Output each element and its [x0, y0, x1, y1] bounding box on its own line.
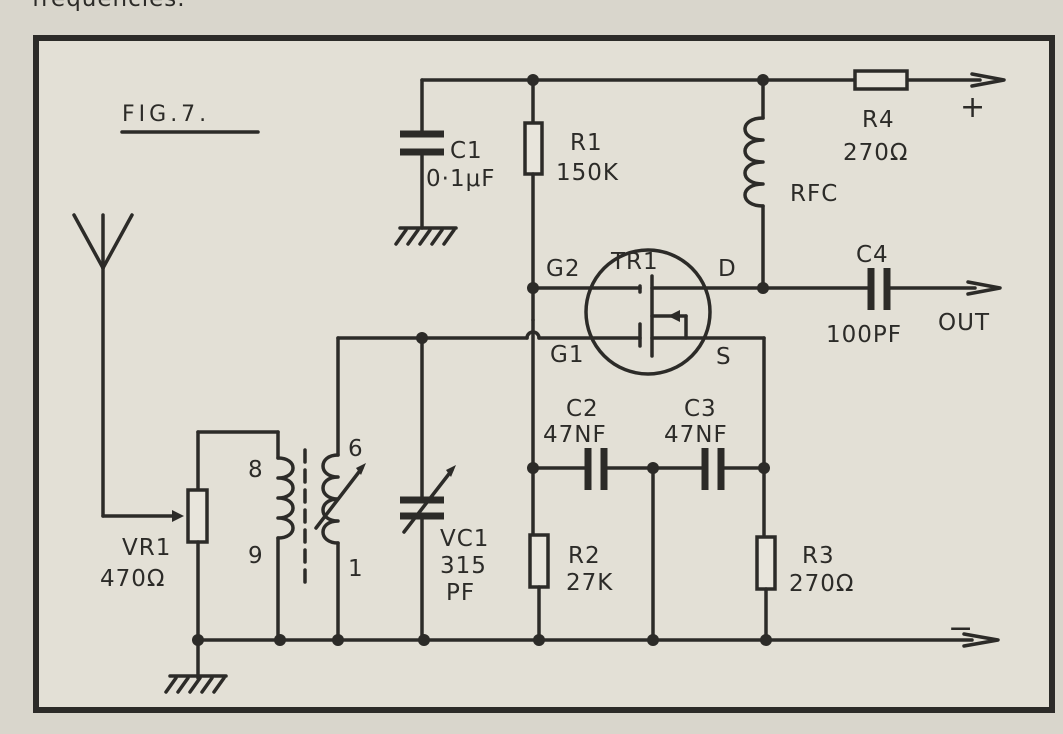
- resistor-r4: [853, 69, 909, 91]
- capacitor-c1: [400, 78, 444, 230]
- junction-gnd-vr1: [192, 634, 204, 646]
- negative-terminal-label: −: [948, 611, 973, 646]
- coil-transformer: [196, 336, 366, 642]
- r1-name: R1: [570, 130, 603, 156]
- junction-gnd-pin9: [274, 634, 286, 646]
- inductor-rfc: [743, 78, 765, 290]
- top-rail: [420, 72, 1006, 88]
- variable-capacitor-vc1: [400, 336, 456, 642]
- out-terminal-label: OUT: [938, 310, 990, 336]
- gate2-label: G2: [546, 256, 580, 282]
- vc1-name: VC1: [440, 526, 489, 552]
- r4-name: R4: [862, 107, 895, 133]
- junction-gnd-pin1: [332, 634, 344, 646]
- pin-9-label: 9: [248, 543, 264, 569]
- figure-border: [33, 35, 1055, 713]
- figure-title: FIG.7.: [122, 102, 210, 127]
- r2-value: 27K: [566, 570, 613, 596]
- c1-name: C1: [450, 138, 483, 164]
- antenna: [72, 213, 184, 522]
- c2-value: 47NF: [543, 422, 607, 448]
- gate1-label: G1: [550, 342, 584, 368]
- junction-gnd-r2: [533, 634, 545, 646]
- junction-gnd-c2c3: [647, 634, 659, 646]
- junction-gnd-vc1: [418, 634, 430, 646]
- c4-value: 100PF: [826, 322, 902, 348]
- r3-value: 270Ω: [789, 571, 854, 597]
- pin-1-label: 1: [348, 556, 364, 582]
- r4-value: 270Ω: [843, 140, 908, 166]
- vc1-unit: PF: [446, 580, 475, 606]
- resistor-r3: [755, 535, 777, 591]
- pin-8-label: 8: [248, 457, 264, 483]
- c1-value: 0·1μF: [426, 166, 495, 192]
- capacitor-c3: [701, 448, 725, 490]
- rfc-label: RFC: [790, 181, 838, 207]
- junction-g2: [527, 282, 539, 294]
- junction-drain: [757, 282, 769, 294]
- source-label: S: [716, 344, 732, 370]
- capacitor-c2: [584, 448, 608, 490]
- tr1-label: TR1: [610, 249, 659, 275]
- ground-symbol-main: [164, 674, 228, 694]
- c3-value: 47NF: [664, 422, 728, 448]
- ground-symbol-c1: [394, 226, 458, 246]
- potentiometer-vr1: [186, 430, 209, 680]
- r1-value: 150K: [556, 160, 619, 186]
- c2-name: C2: [566, 396, 599, 422]
- resistor-r1: [523, 121, 544, 176]
- r3-name: R3: [802, 543, 835, 569]
- c3-name: C3: [684, 396, 717, 422]
- negative-rail: [196, 632, 1000, 648]
- junction-gnd-r3: [760, 634, 772, 646]
- mosfet-tr1: [584, 248, 766, 376]
- resistor-r2: [528, 533, 550, 589]
- capacitor-c4: [867, 268, 1002, 310]
- vr1-value: 470Ω: [100, 566, 165, 592]
- vr1-name: VR1: [122, 535, 171, 561]
- pin-6-label: 6: [348, 436, 364, 462]
- c4-name: C4: [856, 242, 889, 268]
- positive-terminal-label: +: [960, 90, 985, 125]
- drain-label: D: [718, 256, 737, 282]
- r2-name: R2: [568, 543, 601, 569]
- header-fragment: frequencies.: [32, 0, 186, 12]
- vc1-value: 315: [440, 553, 487, 579]
